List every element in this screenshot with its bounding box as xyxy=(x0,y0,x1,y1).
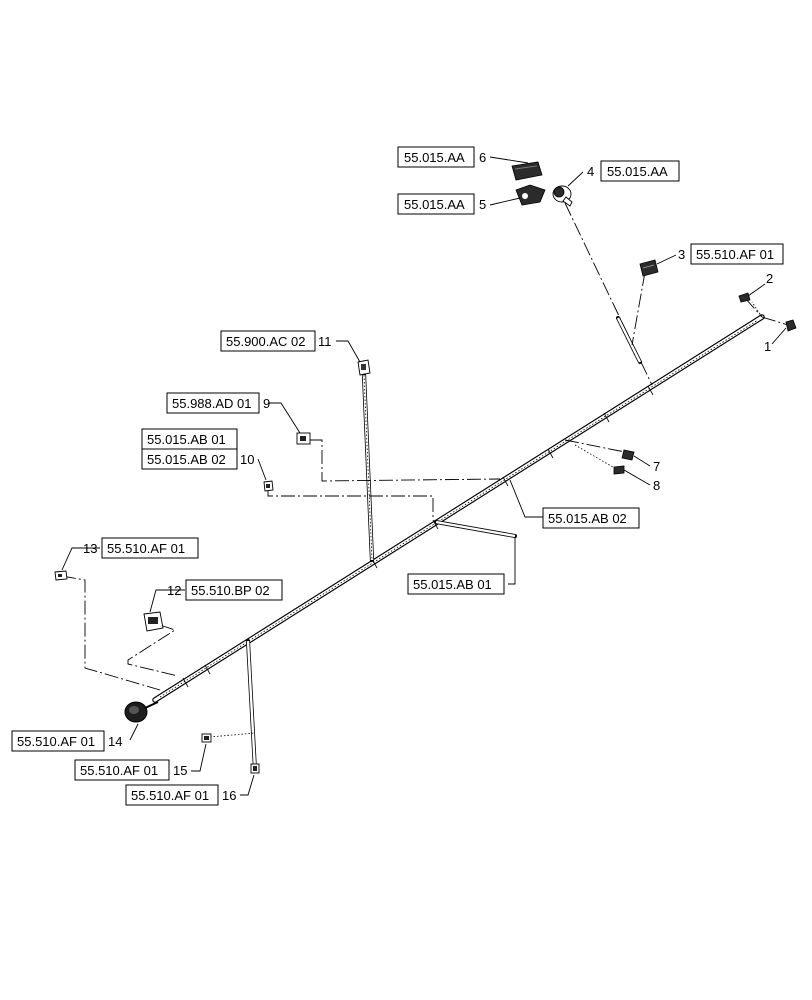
callout-12-ref: 55.510.BP 02 xyxy=(191,583,270,598)
connector-9-icon xyxy=(296,432,311,445)
connector-15-icon xyxy=(201,733,212,743)
connector-6-icon xyxy=(511,161,543,181)
callout-16-ref: 55.510.AF 01 xyxy=(131,788,209,803)
connector-10-icon xyxy=(263,480,274,492)
callout-14-ref: 55.510.AF 01 xyxy=(17,734,95,749)
branch-ref-ab-01-text: 55.015.AB 01 xyxy=(413,577,492,592)
callout-11[interactable]: 55.900.AC 02 11 xyxy=(220,330,332,352)
callout-5-ref: 55.015.AA xyxy=(404,197,465,212)
callout-11-ref: 55.900.AC 02 xyxy=(226,334,306,349)
callout-9-ref: 55.988.AD 01 xyxy=(172,396,252,411)
main-harness-trunk xyxy=(152,314,765,703)
connector-11-icon xyxy=(357,359,371,376)
callout-4-number: 4 xyxy=(587,164,594,179)
callout-3-ref: 55.510.AF 01 xyxy=(696,247,774,262)
callout-7[interactable]: 7 xyxy=(653,459,660,474)
callout-7-number: 7 xyxy=(653,459,660,474)
connector-3-icon xyxy=(639,259,659,277)
callout-4-ref: 55.015.AA xyxy=(607,164,668,179)
branch-ref-ab-02-text: 55.015.AB 02 xyxy=(548,511,627,526)
callout-12-number: 12 xyxy=(167,583,181,598)
connector-5-icon xyxy=(515,184,546,206)
callout-1[interactable]: 1 xyxy=(764,339,771,354)
callout-6[interactable]: 55.015.AA 6 xyxy=(397,146,486,168)
callout-13-number: 13 xyxy=(83,541,97,556)
branch-ref-ab-02[interactable]: 55.015.AB 02 xyxy=(542,507,640,529)
callout-5[interactable]: 55.015.AA 5 xyxy=(397,193,486,215)
callout-15[interactable]: 55.510.AF 01 15 xyxy=(74,759,187,781)
callout-2[interactable]: 2 xyxy=(766,271,773,286)
callout-3[interactable]: 3 55.510.AF 01 xyxy=(678,243,784,265)
callout-9-number: 9 xyxy=(263,396,270,411)
callout-8-number: 8 xyxy=(653,478,660,493)
connector-12-icon xyxy=(143,611,164,632)
connector-13-icon xyxy=(54,570,68,581)
branch-ref-ab-01[interactable]: 55.015.AB 01 xyxy=(407,573,505,595)
connector-14-icon xyxy=(124,701,159,723)
callout-6-ref: 55.015.AA xyxy=(404,150,465,165)
callout-14-number: 14 xyxy=(108,734,122,749)
callout-3-number: 3 xyxy=(678,247,685,262)
callout-6-number: 6 xyxy=(479,150,486,165)
connector-8-icon xyxy=(613,465,625,475)
callout-8[interactable]: 8 xyxy=(653,478,660,493)
callout-16[interactable]: 55.510.AF 01 16 xyxy=(125,784,236,806)
callout-10-ref-1: 55.015.AB 01 xyxy=(147,432,226,447)
callout-11-number: 11 xyxy=(318,334,332,349)
connectors xyxy=(54,161,797,774)
callout-5-number: 5 xyxy=(479,197,486,212)
callout-9[interactable]: 55.988.AD 01 9 xyxy=(166,392,270,414)
leader-lines xyxy=(61,156,787,796)
callout-2-number: 2 xyxy=(766,271,773,286)
callout-10[interactable]: 55.015.AB 01 55.015.AB 02 10 xyxy=(141,428,254,470)
callout-1-number: 1 xyxy=(764,339,771,354)
connector-2-icon xyxy=(738,292,751,303)
callout-10-number: 10 xyxy=(240,452,254,467)
connector-7-icon xyxy=(621,449,635,461)
callout-4[interactable]: 4 55.015.AA xyxy=(587,160,680,182)
callout-14[interactable]: 55.510.AF 01 14 xyxy=(11,730,122,752)
harness-branches xyxy=(61,202,789,772)
connector-1-icon xyxy=(785,319,797,332)
callout-16-number: 16 xyxy=(222,788,236,803)
callout-13-ref: 55.510.AF 01 xyxy=(107,541,185,556)
callout-10-ref-2: 55.015.AB 02 xyxy=(147,452,226,467)
callout-13[interactable]: 13 55.510.AF 01 xyxy=(83,537,199,559)
callout-12[interactable]: 12 55.510.BP 02 xyxy=(167,579,283,601)
callout-15-number: 15 xyxy=(173,763,187,778)
callout-15-ref: 55.510.AF 01 xyxy=(80,763,158,778)
connector-4-icon xyxy=(552,185,573,207)
connector-16-icon xyxy=(250,763,260,774)
